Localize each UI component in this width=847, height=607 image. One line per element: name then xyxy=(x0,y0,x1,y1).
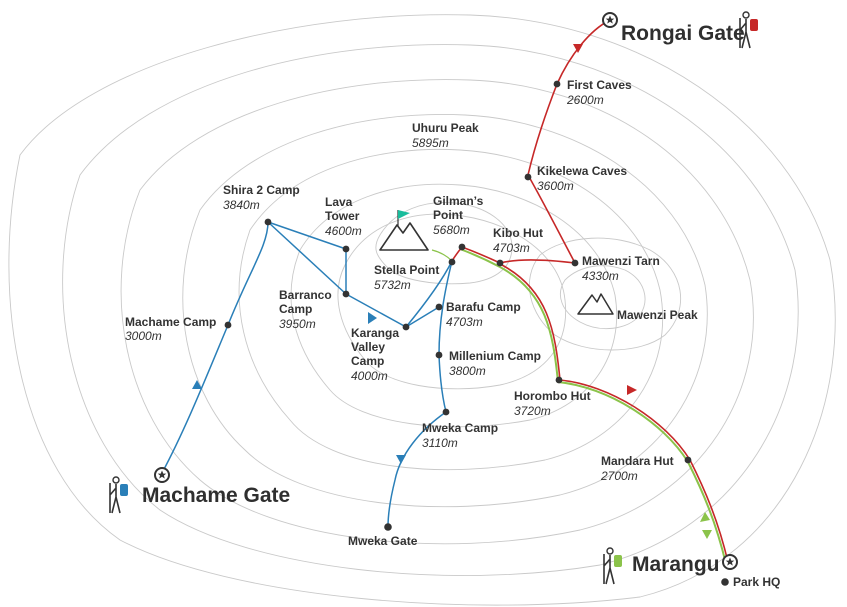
point-millenium xyxy=(435,351,443,359)
point-kibo xyxy=(496,259,504,267)
kibo-label: Kibo Hut xyxy=(493,226,543,240)
uhuru-peak-mountain-icon xyxy=(379,210,429,251)
descent-route-blue xyxy=(387,260,453,528)
mawenzi-peak-label: Mawenzi Peak xyxy=(617,308,698,322)
mandara-label: Mandara Hut xyxy=(601,454,674,468)
gilmans-label-2: Point xyxy=(433,208,463,222)
horombo-label: Horombo Hut xyxy=(514,389,591,403)
point-lava xyxy=(342,245,350,253)
point-karanga xyxy=(402,323,410,331)
uhuru-peak-label: Uhuru Peak xyxy=(412,121,479,135)
summit-flag-icon xyxy=(398,210,410,219)
gilmans-alt: 5680m xyxy=(433,223,470,237)
waypoints xyxy=(224,80,729,586)
arrow-marangu-green-1 xyxy=(700,512,710,522)
direction-arrows xyxy=(192,44,712,539)
lava-label-1: Lava xyxy=(325,195,353,209)
karanga-alt: 4000m xyxy=(351,369,388,383)
point-barranco xyxy=(342,290,350,298)
first-caves-label: First Caves xyxy=(567,78,632,92)
karanga-label-3: Camp xyxy=(351,354,384,368)
machame-gate-star-icon xyxy=(154,467,170,483)
first-caves-alt: 2600m xyxy=(566,93,604,107)
point-mawenzi-tarn xyxy=(571,259,579,267)
point-machame-camp xyxy=(224,321,232,329)
barafu-alt: 4703m xyxy=(446,315,483,329)
hiker-icon-marangu xyxy=(603,547,622,585)
point-stella xyxy=(448,258,456,266)
barranco-label-1: Barranco xyxy=(279,288,332,302)
point-mweka-camp xyxy=(442,408,450,416)
karanga-stella-link xyxy=(405,260,453,328)
machame-camp-label: Machame Camp xyxy=(125,315,216,329)
marangu-gate-label: Marangu xyxy=(632,553,720,576)
kibo-alt: 4703m xyxy=(493,241,530,255)
machame-camp-alt: 3000m xyxy=(125,329,162,343)
point-mweka-gate xyxy=(384,523,392,531)
point-kikelewa xyxy=(524,173,532,181)
kikelewa-label: Kikelewa Caves xyxy=(537,164,627,178)
shira-barranco-link xyxy=(267,221,347,295)
millenium-label: Millenium Camp xyxy=(449,349,541,363)
mweka-camp-alt: 3110m xyxy=(422,436,458,450)
mandara-alt: 2700m xyxy=(600,469,638,483)
gate-markers xyxy=(154,12,738,570)
machame-route-blue xyxy=(161,221,269,474)
arrow-rongai xyxy=(573,44,583,53)
contour-lines xyxy=(8,14,836,606)
mweka-gate-label: Mweka Gate xyxy=(348,534,418,548)
millenium-alt: 3800m xyxy=(449,364,486,378)
barafu-label: Barafu Camp xyxy=(446,300,521,314)
mawenzi-tarn-label: Mawenzi Tarn xyxy=(582,254,660,268)
gilmans-label-1: Gilman’s xyxy=(433,194,484,208)
point-barafu xyxy=(435,303,443,311)
kikelewa-alt: 3600m xyxy=(537,179,574,193)
karanga-label-2: Valley xyxy=(351,340,385,354)
barranco-karanga-link xyxy=(345,293,407,328)
arrow-marangu-green-2 xyxy=(702,530,712,539)
hiker-icon-machame xyxy=(109,476,128,514)
karanga-label-1: Karanga xyxy=(351,326,399,340)
shira2-label: Shira 2 Camp xyxy=(223,183,300,197)
hiker-icon-rongai xyxy=(739,11,758,49)
park-hq-label: Park HQ xyxy=(733,575,780,589)
marangu-route-green xyxy=(459,248,727,565)
lava-alt: 4600m xyxy=(325,224,362,238)
arrow-mweka xyxy=(396,455,406,464)
summit-link xyxy=(431,249,453,262)
uhuru-peak-alt: 5895m xyxy=(412,136,449,150)
barranco-alt: 3950m xyxy=(279,317,316,331)
point-park-hq xyxy=(721,578,729,586)
routes xyxy=(161,19,729,565)
lava-label-2: Tower xyxy=(325,209,360,223)
rongai-gate-star-icon xyxy=(602,12,618,28)
point-first-caves xyxy=(553,80,561,88)
mawenzi-peak-mountain-icon xyxy=(577,293,614,315)
barranco-label-2: Camp xyxy=(279,302,312,316)
machame-gate-label: Machame Gate xyxy=(142,484,290,507)
mawenzi-tarn-alt: 4330m xyxy=(582,269,619,283)
horombo-alt: 3720m xyxy=(514,404,551,418)
marangu-route-red xyxy=(501,264,729,563)
point-shira2 xyxy=(264,218,272,226)
marangu-gate-star-icon xyxy=(722,554,738,570)
arrow-karanga xyxy=(368,312,377,324)
shira2-alt: 3840m xyxy=(223,198,260,212)
point-horombo xyxy=(555,376,563,384)
shira-lava-link xyxy=(267,221,347,250)
rongai-gate-label: Rongai Gate xyxy=(621,22,745,45)
point-gilmans xyxy=(458,243,466,251)
mweka-camp-label: Mweka Camp xyxy=(422,421,498,435)
point-mandara xyxy=(684,456,692,464)
arrow-marangu-red xyxy=(627,385,637,395)
karanga-barafu-link xyxy=(405,306,440,328)
stella-alt: 5732m xyxy=(374,278,411,292)
arrow-machame xyxy=(192,380,202,389)
stella-label: Stella Point xyxy=(374,263,439,277)
